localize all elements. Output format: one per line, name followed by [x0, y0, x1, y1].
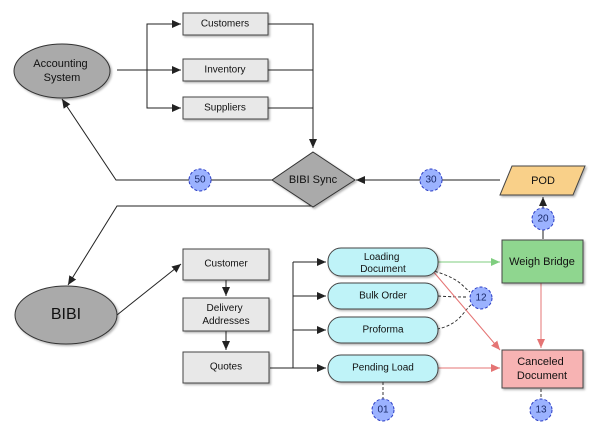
badge-12-label: 12 [475, 293, 487, 304]
badge-13 [529, 398, 553, 422]
edge-customers-sync [268, 23, 317, 148]
dashed-loading-12 [429, 269, 471, 293]
accounting-system-label: Accounting System [33, 58, 91, 84]
badge-01 [371, 398, 395, 422]
edge-loading-canceled [431, 269, 501, 351]
badge-20-label: 20 [537, 214, 549, 225]
bulk-order-label: Bulk Order [359, 291, 407, 302]
node-delivery-addresses: Delivery Addresses [182, 297, 270, 332]
badge-12 [469, 286, 493, 310]
pending-load-label: Pending Load [352, 363, 414, 374]
node-bibi: BIBI [14, 285, 118, 345]
loading-document-label: Loading Document [360, 252, 406, 275]
badge-20 [531, 207, 555, 231]
node-accounting-system: Accounting System [13, 43, 111, 99]
canceled-document-label: Canceled Document [517, 356, 567, 382]
node-proforma: Proforma [327, 316, 439, 344]
badge-13-label: 13 [535, 405, 547, 416]
weigh-bridge-label: Weigh Bridge [509, 256, 575, 268]
dashed-proforma-12 [431, 303, 473, 331]
node-loading-document: Loading Document [327, 247, 439, 277]
edge-bibi-customer [116, 263, 182, 316]
node-inventory: Inventory [182, 58, 269, 82]
edge-sync-accounting [61, 98, 272, 181]
badge-30-label: 30 [425, 175, 437, 186]
node-pod: POD [499, 165, 586, 196]
delivery-addresses-label: Delivery Addresses [202, 303, 249, 327]
pod-label: POD [531, 175, 555, 187]
customer-label: Customer [204, 259, 248, 270]
badge-50 [188, 168, 212, 192]
node-bibi-sync: BIBI Sync [271, 151, 356, 208]
node-suppliers: Suppliers [182, 96, 269, 120]
dashed-bulk-12 [437, 295, 469, 298]
node-canceled-document: Canceled Document [501, 349, 584, 389]
badge-50-label: 50 [194, 175, 206, 186]
edge-accounting-customers [117, 20, 181, 71]
inventory-label: Inventory [204, 65, 245, 76]
suppliers-label: Suppliers [204, 103, 246, 114]
node-customer: Customer [182, 248, 270, 281]
node-pending-load: Pending Load [327, 354, 439, 383]
node-customers: Customers [182, 12, 269, 36]
node-weigh-bridge: Weigh Bridge [501, 239, 584, 284]
proforma-label: Proforma [362, 325, 404, 336]
node-bulk-order: Bulk Order [327, 282, 439, 310]
customers-label: Customers [201, 19, 249, 30]
quotes-label: Quotes [210, 362, 242, 373]
badge-30 [419, 168, 443, 192]
edge-quotes-hub [270, 262, 294, 369]
badge-01-label: 01 [377, 405, 389, 416]
bibi-label: BIBI [51, 306, 81, 323]
bibi-sync-label: BIBI Sync [289, 174, 338, 186]
edge-accounting-suppliers [146, 70, 181, 112]
node-quotes: Quotes [182, 351, 270, 384]
